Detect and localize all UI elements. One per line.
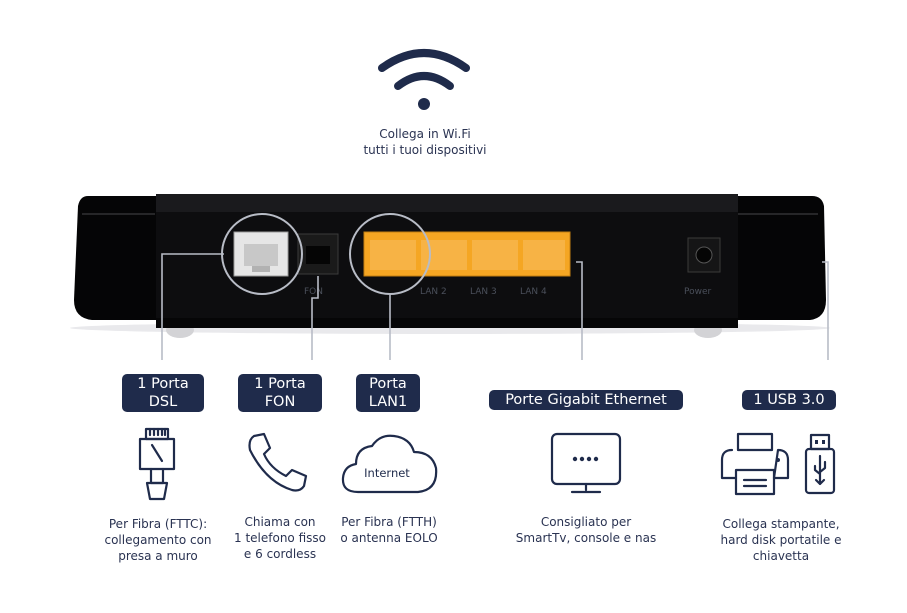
dsl-caption: Per Fibra (FTTC): collegamento con presa…: [104, 517, 212, 563]
router-left-cap: [74, 196, 160, 320]
fon-caption: Chiama con 1 telefono fisso e 6 cordless: [234, 515, 326, 561]
dsl-callout-line: [161, 253, 224, 360]
usb-badge: 1 USB 3.0: [742, 390, 836, 410]
wifi-caption-line1: Collega in Wi.Fi: [379, 127, 471, 141]
monitor-icon: [550, 432, 622, 494]
fon-badge: 1 Porta FON: [238, 374, 322, 412]
wifi-icon: [378, 49, 470, 110]
cloud-text: Internet: [364, 466, 410, 480]
dsl-badge: 1 Porta DSL: [122, 374, 204, 412]
cloud-icon: Internet: [341, 434, 438, 494]
ethernet-plug-icon: [138, 427, 176, 501]
usb-caption: Collega stampante, hard disk portatile e…: [720, 517, 842, 563]
lan-port-1: [370, 240, 416, 270]
gigabit-callout-line: [576, 261, 583, 360]
fon-callout-line: [311, 276, 319, 360]
lan1-caption: Per Fibra (FTTH) o antenna EOLO: [340, 515, 438, 545]
fon-port-label: FON: [304, 287, 323, 297]
printer-icon: [720, 432, 790, 496]
power-label: Power: [684, 287, 712, 297]
router-right-cap: [735, 196, 826, 320]
router-back-panel: FON LAN 2 LAN 3 LAN 4 Power: [70, 194, 830, 360]
wifi-caption: Collega in Wi.Fi tutti i tuoi dispositiv…: [300, 126, 550, 158]
wifi-caption-line2: tutti i tuoi dispositivi: [363, 143, 487, 157]
usb-stick-icon: [804, 433, 836, 495]
phone-icon: [248, 432, 308, 492]
usb-callout-line: [822, 261, 829, 360]
lan3-label: LAN 3: [470, 287, 497, 297]
lan-port-3: [472, 240, 518, 270]
gigabit-badge: Porte Gigabit Ethernet: [489, 390, 683, 410]
lan4-label: LAN 4: [520, 287, 547, 297]
lan1-badge: Porta LAN1: [356, 374, 420, 412]
gigabit-caption: Consigliato per SmartTv, console e nas: [515, 515, 657, 545]
lan-port-4: [523, 240, 565, 270]
lan2-label: LAN 2: [420, 287, 447, 297]
